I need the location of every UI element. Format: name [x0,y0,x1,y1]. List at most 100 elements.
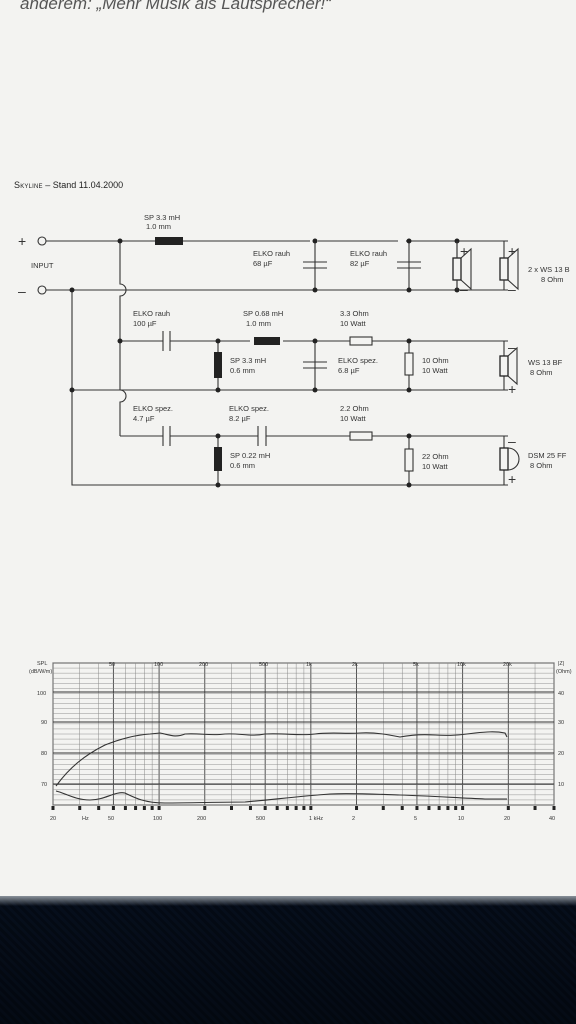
inductor-l3 [214,352,222,378]
impedance-axis-unit: (Ohm) [556,669,572,675]
bottom-tick-20: 20 [50,816,56,822]
spl-tick-100: 100 [37,691,46,697]
c1-label: ELKO rauh [253,249,290,258]
bass2-minus: – [508,281,516,297]
capacitor-c6 [257,426,267,446]
speaker-mid-icon [499,346,518,386]
grid-tick [97,806,101,810]
inductor-l4 [214,447,222,471]
grid-tick [446,806,450,810]
grid-tick [506,806,510,810]
spl-tick-80: 80 [41,751,47,757]
grid-tick [437,806,441,810]
c5-label: ELKO spez. [133,404,173,413]
r2-value: 10 Watt [422,366,448,375]
input-label: INPUT [31,261,54,270]
top-tick-5k: 5k [413,662,419,668]
grid-tick [400,806,404,810]
l2-label: SP 0.68 mH [243,309,283,318]
bottom-tick-50: 50 [108,816,114,822]
grid-tick [134,806,138,810]
r4-value: 10 Watt [422,462,448,471]
grid-tick [285,806,289,810]
grid-tick [51,806,55,810]
c4-label: ELKO spez. [338,356,378,365]
c2-label: ELKO rauh [350,249,387,258]
bottom-tick-500: 500 [256,816,265,822]
background-fabric [0,896,576,1024]
mid-plus: + [508,381,516,397]
r4-label: 22 Ohm [422,452,449,461]
bottom-tick-10: 10 [458,816,464,822]
top-tick-1k: 1k [306,662,312,668]
grid-tick [229,806,233,810]
grid-tick [415,806,419,810]
grid-tick [111,806,115,810]
bottom-tick-2: 2 [352,816,355,822]
spl-tick-70: 70 [41,782,47,788]
frequency-response-graph: SPL (dB/W/m) |Z| (Ohm) 100 90 80 70 40 3… [29,661,572,822]
grid-tick [552,806,556,810]
header-quote: anderem: „Mehr Musik als Lautsprecher!“ [20,0,331,13]
bass1-plus: + [460,243,468,259]
c6-value: 8.2 µF [229,414,251,423]
grid-tick [294,806,298,810]
mid-minus: – [508,339,516,355]
resistor-r1 [349,336,373,346]
grid-tick [248,806,252,810]
l1-value: 1.0 mm [146,222,171,231]
c3-value: 100 µF [133,319,157,328]
l3-label: SP 3.3 mH [230,356,266,365]
inductor-l2 [254,337,280,345]
grid-tick [309,806,313,810]
spl-axis-unit: (dB/W/m) [29,669,52,675]
impedance-axis-label: |Z| [558,661,564,667]
tweeter-speaker-label: DSM 25 FF [528,451,567,460]
top-tick-20k: 20k [503,662,512,668]
minus-terminal [37,285,47,295]
spl-response-curve [55,731,508,787]
impedance-curve [55,790,507,804]
title-date: – Stand 11.04.2000 [45,180,124,190]
speaker-tweeter-icon [499,447,520,471]
bottom-tick-20k: 20 [504,816,510,822]
top-tick-50: 50 [109,662,115,668]
minus-terminal-label: – [18,283,26,299]
l1-label: SP 3.3 mH [144,213,180,222]
bass-speaker-label: 2 x WS 13 B [528,265,570,274]
bottom-tick-5: 5 [414,816,417,822]
spl-tick-90: 90 [41,720,47,726]
ohm-tick-30: 30 [558,720,564,726]
resistor-r3 [349,431,373,441]
tweeter-plus: + [508,471,516,487]
r1-value: 10 Watt [340,319,366,328]
bottom-tick-200: 200 [197,816,206,822]
r3-label: 2.2 Ohm [340,404,369,413]
tweeter-minus: – [508,433,516,449]
brand-name: Skyline [14,180,43,190]
grid-tick [461,806,465,810]
grid-tick [381,806,385,810]
ohm-tick-20: 20 [558,751,564,757]
inductor-l1 [155,237,183,245]
c5-value: 4.7 µF [133,414,155,423]
resistor-r4 [404,448,414,472]
grid-tick [123,806,127,810]
c6-label: ELKO spez. [229,404,269,413]
top-tick-2k: 2k [352,662,358,668]
bass2-plus: + [508,243,516,259]
c3-label: ELKO rauh [133,309,170,318]
spl-axis-label: SPL [37,661,47,667]
l3-value: 0.6 mm [230,366,255,375]
r2-label: 10 Ohm [422,356,449,365]
capacitor-c1 [303,261,327,269]
resistor-r2 [404,352,414,376]
capacitor-c5 [162,426,171,446]
plus-terminal [37,236,47,246]
bottom-tick-40: 40 [549,816,555,822]
grid-tick [263,806,267,810]
grid-tick [275,806,279,810]
r3-value: 10 Watt [340,414,366,423]
c4-value: 6.8 µF [338,366,360,375]
bottom-tick-hz: Hz [82,816,89,822]
